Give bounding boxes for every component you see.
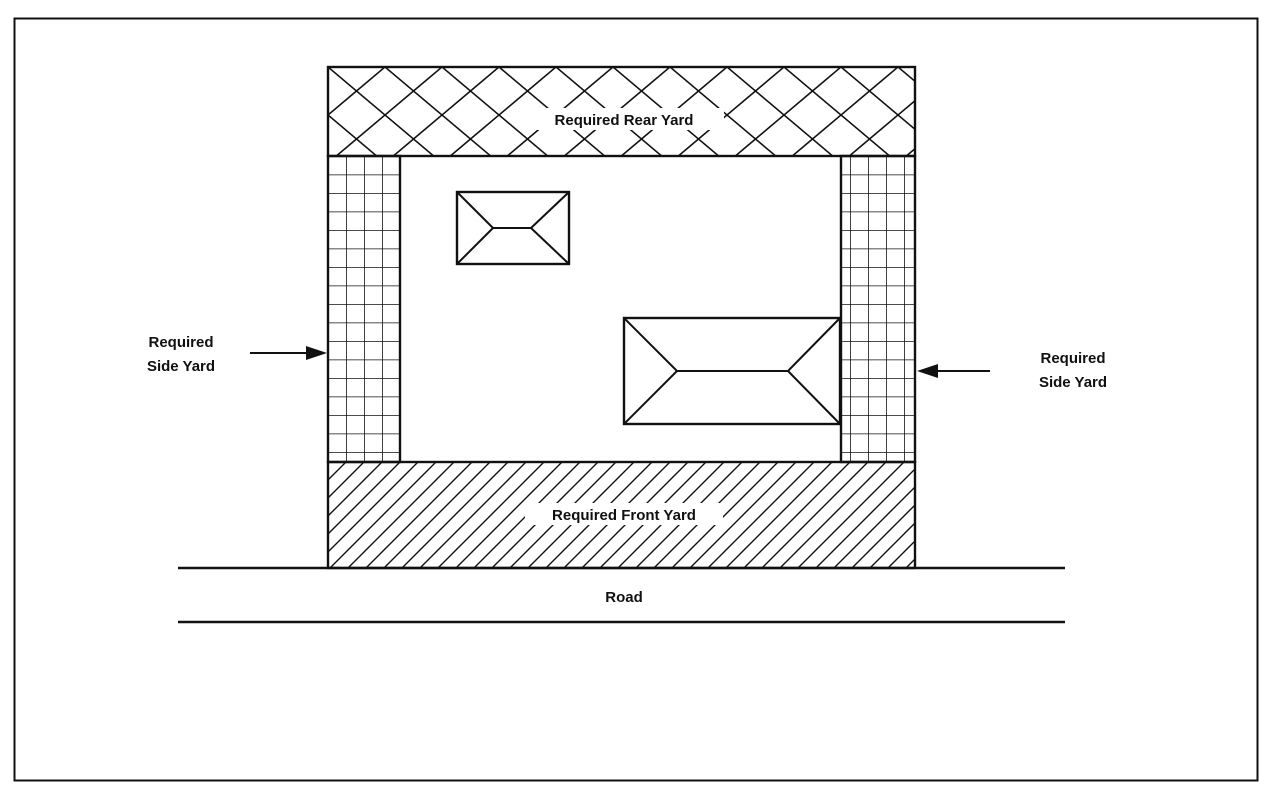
rear-yard-label: Required Rear Yard xyxy=(555,112,694,129)
left-side-yard-zone xyxy=(326,154,402,464)
road-label: Road xyxy=(605,589,643,606)
front-yard-label-bg xyxy=(525,503,723,525)
left-side-yard-label-line2: Side Yard xyxy=(147,358,215,375)
front-yard-label: Required Front Yard xyxy=(552,507,696,524)
large-building xyxy=(622,316,842,426)
left-side-yard-arrow-icon xyxy=(250,346,327,360)
large-building-roof-lines xyxy=(623,317,841,425)
rear-yard-label-bg xyxy=(528,108,724,130)
right-side-yard-arrow-icon xyxy=(917,364,990,378)
right-side-yard-zone xyxy=(839,154,917,464)
figure-frame xyxy=(13,17,1259,782)
left-side-yard-label-line1: Required xyxy=(148,334,213,351)
small-building-roof-lines xyxy=(456,191,570,265)
right-side-yard-label-line2: Side Yard xyxy=(1039,374,1107,391)
large-building-outline xyxy=(622,316,842,426)
small-building xyxy=(455,190,571,266)
right-side-yard-label-line1: Required xyxy=(1040,350,1105,367)
rear-yard-zone xyxy=(326,65,917,158)
